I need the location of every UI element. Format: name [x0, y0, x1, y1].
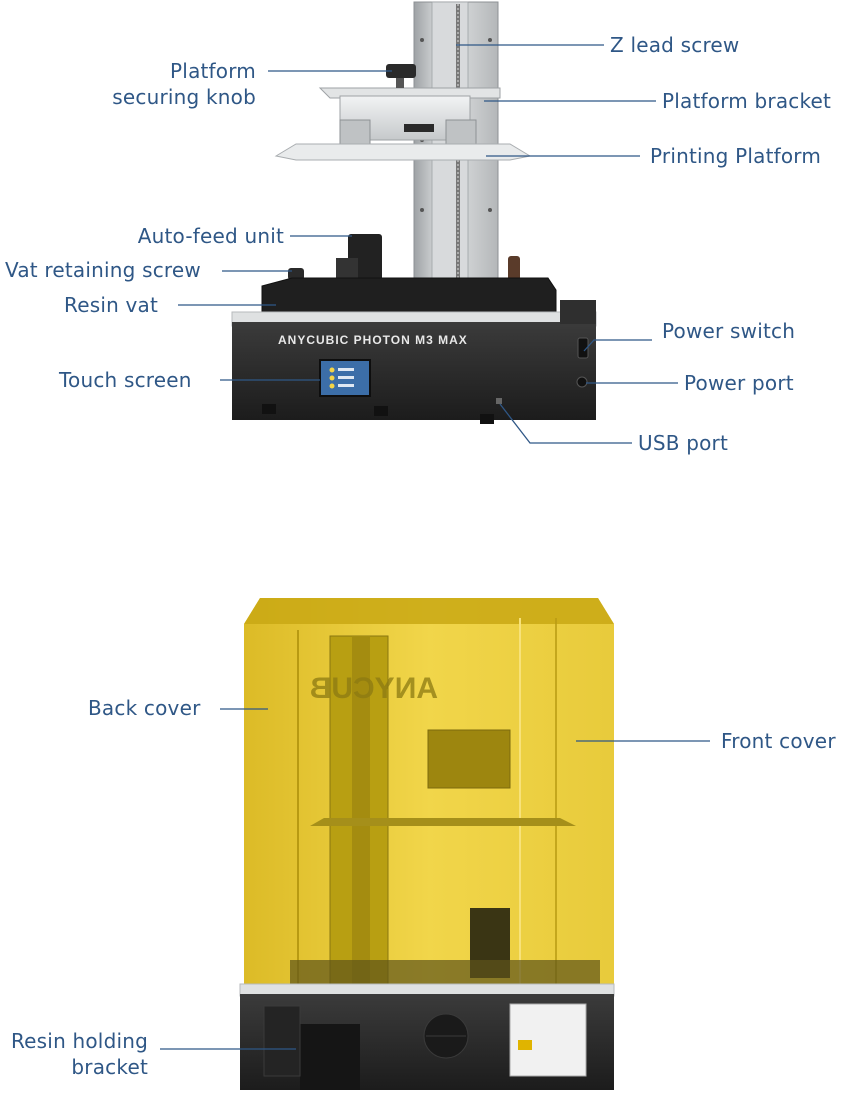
label-front-cover: Front cover: [721, 729, 836, 753]
cover-internal-column: [290, 635, 600, 985]
label-resin-holding-bracket: Resin holding bracket: [0, 1028, 148, 1080]
leader-lines: [160, 44, 710, 1050]
printing-platform: [274, 143, 532, 161]
printer-base: [231, 300, 597, 424]
printer-model-name: ANYCUBIC PHOTON M3 MAX: [278, 333, 468, 347]
label-vat-retaining-screw: Vat retaining screw: [5, 258, 201, 282]
label-platform-securing-knob-line2: securing knob: [112, 85, 256, 109]
auto-feed-unit: [336, 234, 520, 286]
label-printing-platform: Printing Platform: [650, 144, 822, 168]
label-platform-securing-knob: Platform securing knob: [96, 58, 256, 110]
bottom-base: [239, 983, 615, 1090]
resin-vat: [261, 277, 557, 313]
label-platform-securing-knob-line1: Platform: [170, 59, 256, 83]
label-resin-holding-bracket-line2: bracket: [71, 1055, 148, 1079]
cover-brand-text: ANYCUB: [310, 672, 438, 705]
label-back-cover: Back cover: [88, 696, 201, 720]
amber-cover: [244, 598, 614, 984]
label-power-port: Power port: [684, 371, 794, 395]
label-platform-bracket: Platform bracket: [662, 89, 832, 113]
touch-screen-display: [319, 359, 371, 397]
label-power-switch: Power switch: [662, 319, 796, 343]
label-resin-holding-bracket-line1: Resin holding: [10, 1029, 148, 1053]
label-z-lead-screw: Z lead screw: [610, 33, 740, 57]
label-touch-screen: Touch screen: [59, 368, 192, 392]
label-auto-feed-unit: Auto-feed unit: [137, 224, 284, 248]
label-usb-port: USB port: [638, 431, 729, 455]
label-resin-vat: Resin vat: [64, 293, 159, 317]
